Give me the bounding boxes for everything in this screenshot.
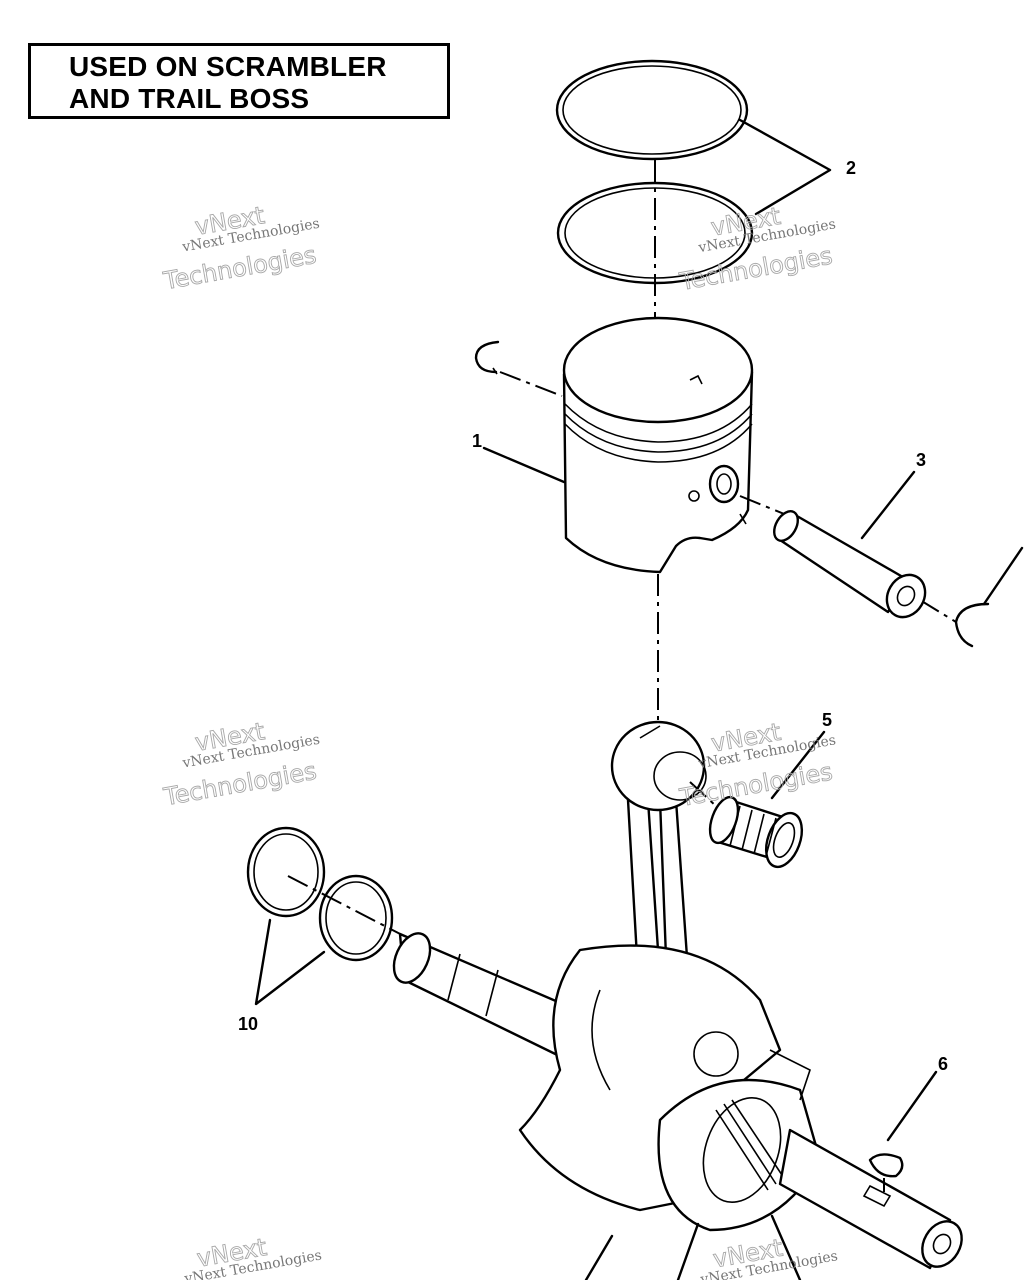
crank-centerline-left	[287, 875, 409, 939]
shim-right	[318, 874, 394, 962]
leader-circlip-right	[982, 546, 1024, 606]
callout-2: 2	[846, 158, 856, 178]
leader-bearing	[770, 730, 826, 800]
title-line-2: AND TRAIL BOSS	[69, 83, 310, 114]
title-line-1: USED ON SCRAMBLER	[69, 51, 387, 82]
bearing-centerline	[689, 781, 717, 807]
callout-5: 5	[822, 710, 832, 730]
leader-pin	[860, 470, 916, 540]
crankshaft	[392, 932, 963, 1270]
leader-bottom-2	[676, 1222, 700, 1280]
leader-shims	[254, 918, 326, 1006]
shim-left	[246, 826, 326, 918]
leader-bottom-3	[770, 1214, 802, 1280]
callout-3: 3	[916, 450, 926, 470]
callout-6: 6	[938, 1054, 948, 1074]
watermark-top-left: vNext vNext Technologies Technologies	[160, 201, 321, 296]
circlip-right	[954, 602, 990, 648]
watermark-mid-left: vNext vNext Technologies Technologies	[160, 717, 321, 812]
callout-1: 1	[472, 431, 482, 451]
circlip-left	[474, 340, 500, 374]
pin-centerline-right	[919, 599, 957, 623]
watermark-top-right: vNext vNext Technologies Technologies	[676, 201, 837, 296]
leader-bottom-1	[584, 1234, 614, 1280]
leader-rings	[738, 118, 832, 216]
leader-piston	[482, 446, 566, 484]
pin-centerline-left	[499, 371, 563, 397]
callout-10: 10	[238, 1014, 258, 1034]
title-box: USED ON SCRAMBLER AND TRAIL BOSS	[28, 43, 450, 119]
piston	[562, 316, 754, 574]
watermark-bottom-right: vNext vNext Technologies	[698, 1233, 839, 1280]
needle-bearing	[708, 795, 804, 869]
woodruff-key	[868, 1153, 904, 1178]
piston-ring-upper	[555, 59, 749, 161]
wrist-pin	[773, 510, 927, 619]
leader-key	[886, 1070, 938, 1142]
watermark-bottom-left: vNext vNext Technologies	[182, 1233, 323, 1280]
